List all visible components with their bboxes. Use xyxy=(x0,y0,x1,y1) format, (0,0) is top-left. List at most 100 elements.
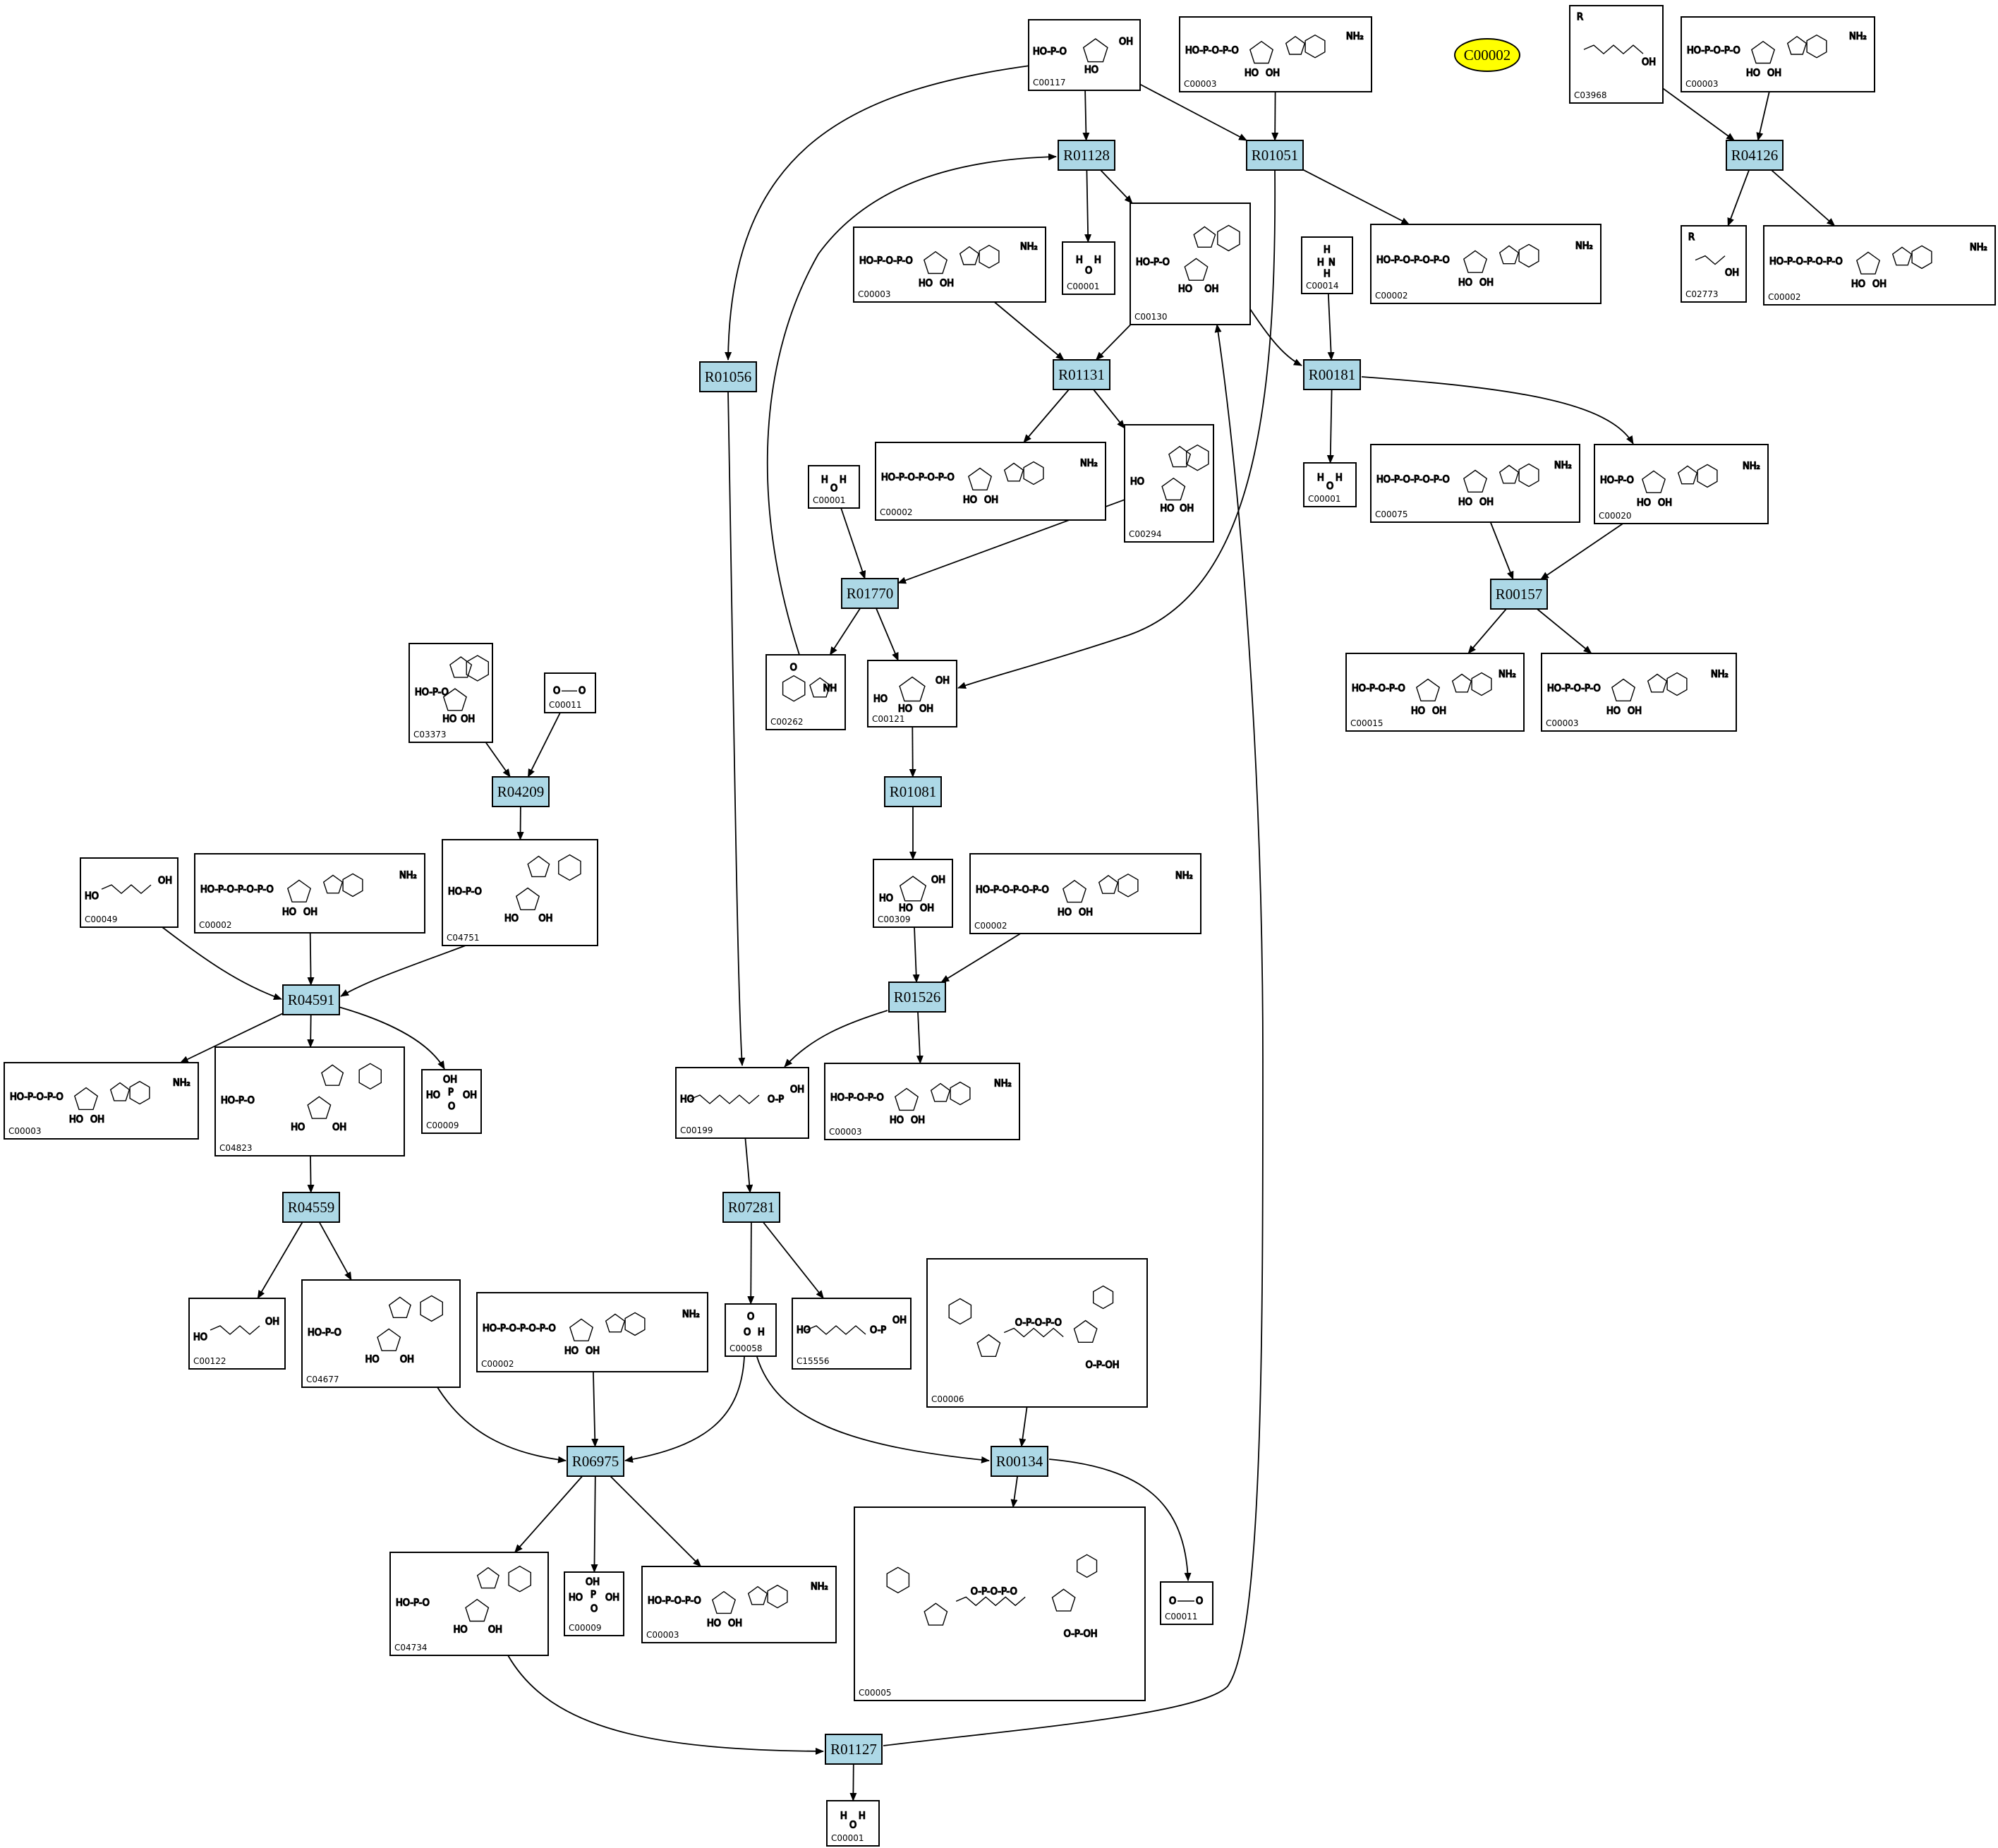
atom-label: HO-P-O-P-O-P-O xyxy=(1376,255,1450,265)
compound-label: C00002 xyxy=(880,507,913,517)
compound-label: C00011 xyxy=(1165,1612,1198,1621)
atom-label: O xyxy=(830,483,837,494)
compound-box xyxy=(675,1067,809,1139)
compound-label: C00003 xyxy=(1546,718,1579,728)
compound-label: C00262 xyxy=(770,717,804,727)
reaction-R01526[interactable]: R01526 xyxy=(888,982,946,1013)
reaction-R00134[interactable]: R00134 xyxy=(991,1446,1048,1477)
reaction-R06975[interactable]: R06975 xyxy=(567,1446,624,1477)
compound-label: C03373 xyxy=(413,730,447,739)
edge-R00134-to-c00011b xyxy=(1048,1459,1192,1581)
reaction-R01081[interactable]: R01081 xyxy=(884,776,942,807)
compound-label: C03968 xyxy=(1574,90,1607,100)
reaction-label: R01128 xyxy=(1063,147,1110,164)
atom-label: O xyxy=(1196,1596,1203,1607)
reaction-R01056[interactable]: R01056 xyxy=(699,361,757,392)
structure-glycerol: ROH xyxy=(1688,231,1739,279)
compound-label: C00006 xyxy=(931,1394,964,1404)
reaction-R04591[interactable]: R04591 xyxy=(282,984,340,1015)
reaction-R01127[interactable]: R01127 xyxy=(825,1734,883,1765)
atom-label: HO xyxy=(1458,277,1472,288)
compound-box xyxy=(544,672,596,713)
edge-R04559-to-c00122 xyxy=(257,1221,303,1299)
edge-R04559-to-c04677 xyxy=(318,1221,352,1281)
reaction-R04126[interactable]: R04126 xyxy=(1726,140,1784,171)
reaction-R07281[interactable]: R07281 xyxy=(722,1192,780,1223)
reaction-R04559[interactable]: R04559 xyxy=(282,1192,340,1223)
compound-box xyxy=(792,1298,912,1370)
compound-label: C00294 xyxy=(1129,529,1162,539)
reaction-R01131[interactable]: R01131 xyxy=(1053,359,1110,390)
highlight-node[interactable]: C00002 xyxy=(1454,38,1520,72)
edge-R04126-to-c00002b xyxy=(1771,169,1836,227)
reaction-label: R01131 xyxy=(1058,366,1105,383)
compound-box xyxy=(867,660,957,727)
reaction-R00181[interactable]: R00181 xyxy=(1303,359,1361,390)
atom-label: HO xyxy=(898,703,912,714)
edge-c00020-to-R00157 xyxy=(1540,523,1623,580)
atom-label: HO-P-O xyxy=(1033,47,1067,57)
atom-label: NH₂ xyxy=(1743,461,1760,471)
compound-box xyxy=(301,1279,461,1388)
reaction-R00157[interactable]: R00157 xyxy=(1490,579,1548,610)
reaction-R04209[interactable]: R04209 xyxy=(492,776,550,807)
atom-label: HO xyxy=(1245,68,1259,79)
reaction-R01128[interactable]: R01128 xyxy=(1058,140,1115,171)
edge-R06975-to-c00009b xyxy=(591,1475,598,1573)
reaction-R01051[interactable]: R01051 xyxy=(1246,140,1304,171)
reaction-R01770[interactable]: R01770 xyxy=(841,578,899,609)
atom-label: NH₂ xyxy=(1849,32,1867,42)
